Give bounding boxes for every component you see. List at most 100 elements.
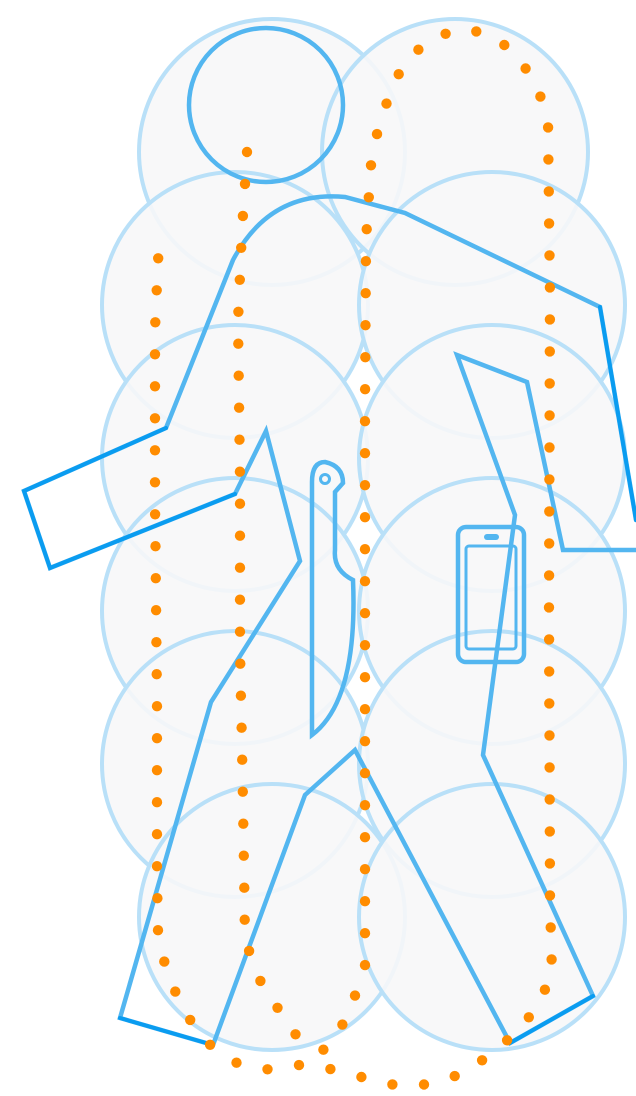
scan-path-dot: [360, 544, 370, 554]
scan-path-dot: [360, 896, 370, 906]
scan-path-dot: [235, 659, 245, 669]
scan-path-dot: [360, 352, 370, 362]
scan-path-dot: [255, 976, 265, 986]
scan-path-dot: [360, 864, 370, 874]
scan-path-dot: [235, 627, 245, 637]
scan-path-dot: [543, 122, 553, 132]
scan-path-dot: [360, 960, 370, 970]
scan-path-dot: [544, 602, 554, 612]
scan-path-dot: [499, 40, 509, 50]
scan-path-dot: [272, 1003, 282, 1013]
scan-path-dot: [231, 1058, 241, 1068]
scan-path-dot: [544, 186, 554, 196]
scan-path-dot: [294, 1060, 304, 1070]
scan-path-dot: [544, 410, 554, 420]
scan-path-dot: [545, 794, 555, 804]
scan-path-dot: [235, 563, 245, 573]
scan-path-dot: [450, 1071, 460, 1081]
scan-path-dot: [234, 435, 244, 445]
scan-path-dot: [360, 672, 370, 682]
scan-path-dot: [366, 160, 376, 170]
scan-path-dot: [152, 797, 162, 807]
scan-path-dot: [364, 192, 374, 202]
scan-path-dot: [361, 288, 371, 298]
scan-path-dot: [361, 256, 371, 266]
scan-path-dot: [544, 666, 554, 676]
scan-path-dot: [240, 179, 250, 189]
scan-path-dot: [381, 98, 391, 108]
scan-path-dot: [360, 736, 370, 746]
scan-path-dot: [325, 1064, 335, 1074]
scan-path-dot: [236, 723, 246, 733]
scan-path-dot: [150, 541, 160, 551]
scan-path-dot: [240, 915, 250, 925]
scan-path-dot: [360, 640, 370, 650]
scan-path-dot: [544, 730, 554, 740]
scan-path-dot: [544, 698, 554, 708]
scan-path-dot: [387, 1079, 397, 1089]
scan-path-dot: [238, 787, 248, 797]
scan-path-dot: [150, 445, 160, 455]
scan-path-dot: [360, 384, 370, 394]
scan-path-dot: [544, 442, 554, 452]
scan-path-dot: [540, 985, 550, 995]
scan-path-dot: [205, 1040, 215, 1050]
scan-path-dot: [546, 954, 556, 964]
scan-path-dot: [360, 512, 370, 522]
scan-path-dot: [170, 986, 180, 996]
scan-path-dot: [237, 755, 247, 765]
scan-path-dot: [413, 45, 423, 55]
scan-path-dot: [318, 1045, 328, 1055]
scan-path-dot: [544, 474, 554, 484]
scan-path-dot: [150, 317, 160, 327]
scan-path-dot: [524, 1012, 534, 1022]
scan-path-dot: [262, 1064, 272, 1074]
scan-path-dot: [239, 883, 249, 893]
scan-path-dot: [360, 416, 370, 426]
scan-path-dot: [545, 890, 555, 900]
scan-path-dot: [185, 1015, 195, 1025]
scan-path-dot: [471, 26, 481, 36]
scan-path-dot: [152, 829, 162, 839]
scan-path-dot: [545, 314, 555, 324]
scan-path-dot: [360, 320, 370, 330]
scan-path-dot: [545, 282, 555, 292]
scan-path-dot: [545, 826, 555, 836]
scan-path-dot: [233, 307, 243, 317]
scan-path-dot: [151, 637, 161, 647]
scan-path-dot: [544, 570, 554, 580]
scan-path-dot: [150, 413, 160, 423]
scan-path-dot: [360, 768, 370, 778]
scan-path-dot: [535, 91, 545, 101]
scan-path-dot: [360, 608, 370, 618]
scan-path-dot: [152, 893, 162, 903]
scan-path-dot: [502, 1035, 512, 1045]
scan-path-dot: [234, 371, 244, 381]
scan-path-dot: [544, 538, 554, 548]
scan-path-dot: [520, 63, 530, 73]
scan-path-dot: [360, 448, 370, 458]
scan-path-dot: [356, 1072, 366, 1082]
scan-path-dot: [350, 990, 360, 1000]
scan-path-dot: [360, 480, 370, 490]
scan-path-dot: [544, 250, 554, 260]
scan-path-dot: [360, 832, 370, 842]
scan-path-dot: [544, 506, 554, 516]
scan-path-dot: [150, 381, 160, 391]
scan-path-dot: [235, 531, 245, 541]
scan-path-dot: [151, 573, 161, 583]
scan-path-dot: [238, 819, 248, 829]
scan-path-dot: [545, 346, 555, 356]
scan-path-dot: [372, 129, 382, 139]
scan-path-dot: [544, 218, 554, 228]
scan-path-dot: [244, 946, 254, 956]
scan-path-dot: [235, 275, 245, 285]
scan-path-dot: [544, 634, 554, 644]
scan-path-dot: [152, 765, 162, 775]
scan-path-dot: [242, 147, 252, 157]
scan-path-dot: [360, 704, 370, 714]
scan-path-dot: [150, 349, 160, 359]
scan-path-dot: [234, 403, 244, 413]
